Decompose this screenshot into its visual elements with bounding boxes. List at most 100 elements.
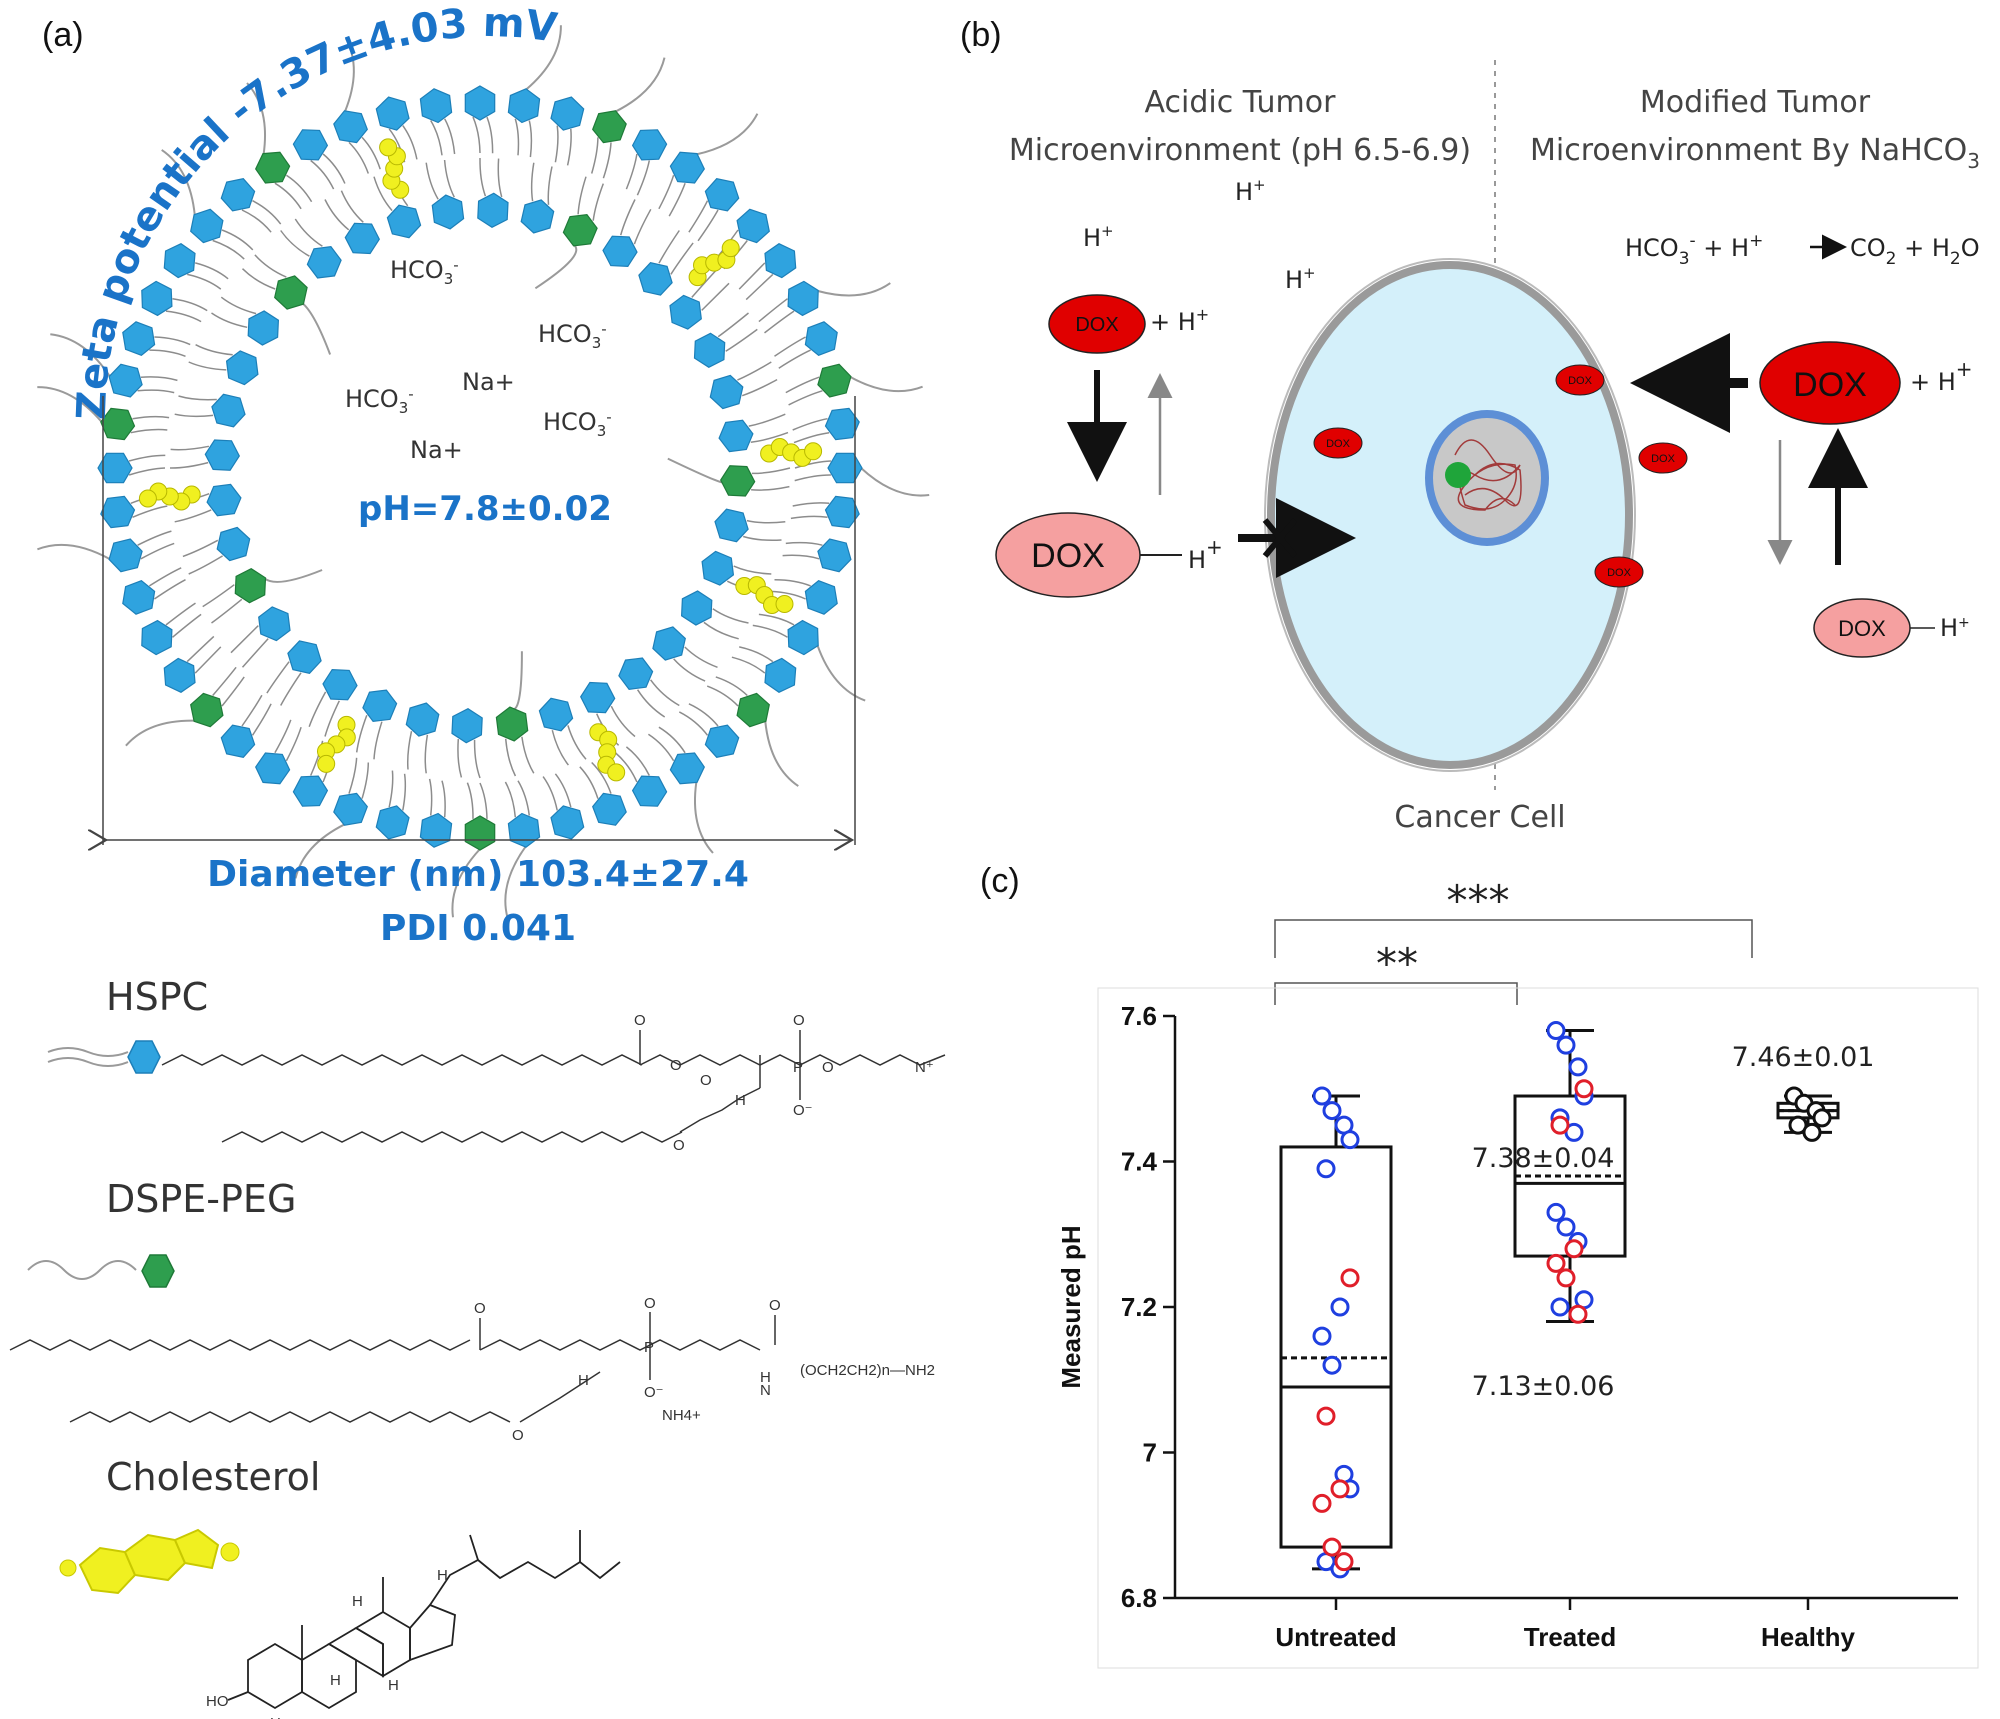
lipid-tail — [241, 209, 272, 233]
hspc-head — [669, 752, 705, 785]
lipid-tail — [388, 770, 394, 808]
box-untreated — [1279, 1094, 1393, 1571]
lipid-tail — [614, 751, 638, 783]
chem-atom: O — [673, 1137, 685, 1154]
lipid-tail — [182, 539, 219, 558]
healthy-annotation: 7.46±0.01 — [1732, 1042, 1875, 1073]
nucleus — [1425, 410, 1549, 546]
dspe-peg-head — [100, 407, 136, 441]
cholesterol-molecule — [317, 715, 356, 773]
dox-protonated-left: DOX — [995, 512, 1141, 598]
hspc-head — [817, 538, 852, 573]
hspc-head — [211, 393, 246, 428]
peg-chain — [343, 37, 355, 113]
treated-annotation: 7.38±0.04 — [1472, 1143, 1615, 1174]
lipid-tail — [678, 711, 709, 736]
lipid-tail — [230, 625, 259, 654]
lipid-tail — [554, 773, 572, 808]
lipid-tail — [733, 565, 772, 575]
lipid-tail — [188, 361, 227, 371]
lipid-tail — [174, 509, 212, 523]
hspc-head — [736, 208, 770, 244]
lipid-tail — [792, 417, 828, 431]
peg-chain — [764, 720, 799, 787]
lipid-tail — [514, 118, 520, 156]
panel-a: (a) Zeta potential -7.37±4.03 mV HCO3- H… — [9, 0, 946, 1719]
lipid-tail — [355, 715, 368, 753]
h-plus: H+ — [1235, 176, 1266, 206]
y-tick-label: 7.6 — [1121, 1001, 1157, 1031]
lipid-tail — [745, 273, 774, 301]
data-point-blue — [1568, 1057, 1588, 1077]
lipid-tail — [725, 328, 758, 352]
svg-text:DOX: DOX — [1838, 616, 1886, 641]
lipid-tail — [402, 773, 407, 811]
hspc-head — [163, 243, 196, 279]
lipid-tail — [148, 567, 182, 587]
lipid-tail — [324, 199, 350, 231]
cholesterol-ring — [317, 754, 336, 773]
lipid-tail — [195, 262, 229, 280]
peg-chain — [696, 113, 759, 156]
peg-chain-formula: (OCH2CH2)n—NH2 — [800, 1362, 935, 1379]
dspe-peg-head — [190, 692, 224, 728]
chem-atom: N⁺ — [915, 1059, 934, 1076]
lipid-tail — [202, 584, 235, 608]
dspe-peg-head — [234, 568, 267, 604]
hspc-icon — [47, 1040, 161, 1074]
lipid-tail — [697, 209, 719, 242]
hspc-head — [804, 321, 838, 356]
cholesterol-molecule — [589, 723, 626, 782]
hspc-head — [292, 775, 329, 807]
data-point-red — [1546, 1253, 1566, 1273]
lipid-tail — [602, 142, 612, 179]
peg-chain — [161, 149, 196, 216]
dspe-peg-head — [562, 213, 598, 247]
peg-chain — [849, 375, 923, 393]
hspc-head — [419, 88, 453, 124]
lipid-tail — [361, 136, 381, 170]
lipid-tail — [673, 658, 706, 682]
lipid-tail — [130, 428, 168, 434]
data-point-blue — [1340, 1130, 1360, 1150]
peg-chain — [263, 569, 323, 583]
lipid-tail — [406, 731, 413, 770]
lipid-tail — [172, 613, 202, 638]
lipid-tail — [188, 555, 223, 575]
cancer-cell-label: Cancer Cell — [1394, 800, 1565, 835]
lipid-tail — [782, 554, 820, 560]
cholesterol-ring — [775, 595, 794, 613]
hspc-head — [704, 178, 740, 212]
lipid-tail — [658, 230, 680, 264]
lipid-tail — [774, 578, 811, 587]
hspc-head — [669, 294, 702, 330]
chem-atom: P — [793, 1059, 803, 1076]
lipid-tail — [170, 445, 210, 451]
lipid-tail — [172, 297, 208, 312]
lipid-tail — [649, 679, 680, 707]
lipid-tail — [591, 761, 612, 794]
svg-text:DOX: DOX — [1651, 453, 1676, 465]
dox-neutral-right: DOX — [1759, 341, 1901, 425]
data-point-black — [1812, 1108, 1832, 1128]
lipid-tail — [758, 298, 788, 323]
cell-membrane — [1264, 258, 1636, 772]
chem-atom: O — [474, 1300, 486, 1317]
left-header-line-2: Microenvironment (pH 6.5-6.9) — [1009, 133, 1471, 168]
hspc-head — [141, 619, 173, 656]
lipid-tail — [551, 730, 569, 766]
hspc-head — [718, 419, 754, 453]
chem-atom: O — [793, 1012, 805, 1029]
peg-chain — [525, 25, 562, 91]
lipid-tail — [625, 746, 650, 776]
hspc-head — [764, 657, 797, 693]
y-tick-label: 7.2 — [1121, 1292, 1157, 1322]
hspc-head — [220, 724, 256, 758]
lipid-tails — [128, 116, 831, 819]
lipid-tail — [430, 120, 443, 156]
lipid-tail — [610, 705, 636, 738]
data-point-red — [1330, 1479, 1350, 1499]
data-point-red — [1568, 1304, 1588, 1324]
dspe-peg-head — [592, 110, 627, 144]
lipid-tail — [220, 296, 257, 315]
